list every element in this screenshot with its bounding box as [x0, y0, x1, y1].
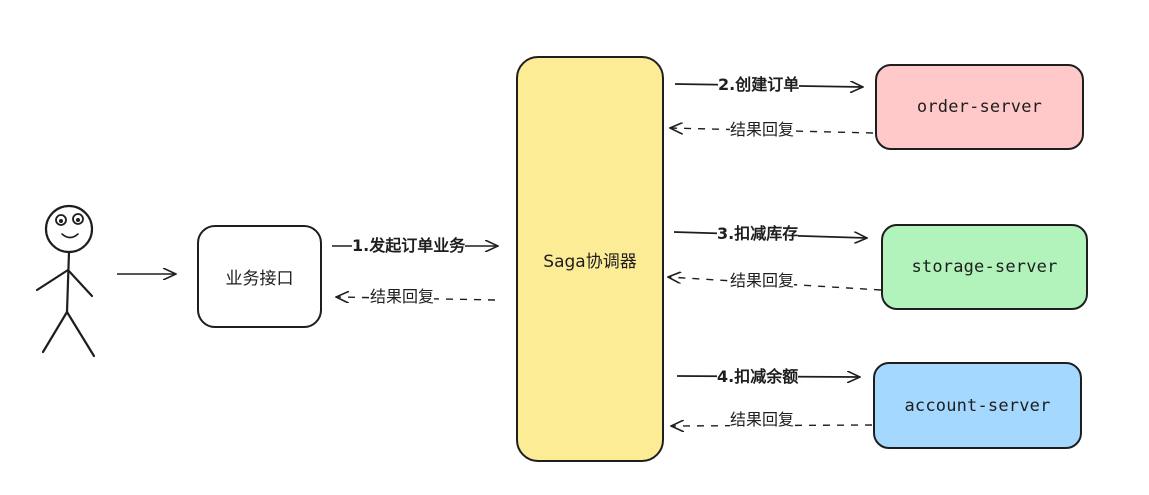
api-reply-label: 结果回复 [370, 287, 435, 307]
order-reply-label: 结果回复 [730, 120, 795, 140]
api-reply-arrow [336, 297, 496, 300]
business-api-label: 业务接口 [225, 269, 294, 289]
order-server-node[interactable]: order-server [875, 64, 1084, 150]
order-request-label: 2.创建订单 [718, 75, 800, 95]
account-reply-label: 结果回复 [730, 410, 795, 430]
business-api-node[interactable]: 业务接口 [197, 225, 322, 328]
saga-coordinator-node[interactable]: Saga协调器 [516, 56, 664, 462]
storage-server-node[interactable]: storage-server [881, 224, 1088, 310]
account-request-label: 4.扣减余额 [717, 367, 799, 387]
user-actor-icon [35, 204, 96, 358]
saga-coordinator-label: Saga协调器 [543, 251, 637, 272]
storage-reply-label: 结果回复 [730, 271, 795, 291]
account-server-node[interactable]: account-server [873, 362, 1082, 449]
api-request-label: 1.发起订单业务 [352, 236, 466, 256]
account-server-label: account-server [904, 395, 1051, 416]
storage-request-label: 3.扣减库存 [717, 224, 799, 244]
storage-server-label: storage-server [911, 257, 1058, 277]
order-server-label: order-server [916, 97, 1043, 117]
